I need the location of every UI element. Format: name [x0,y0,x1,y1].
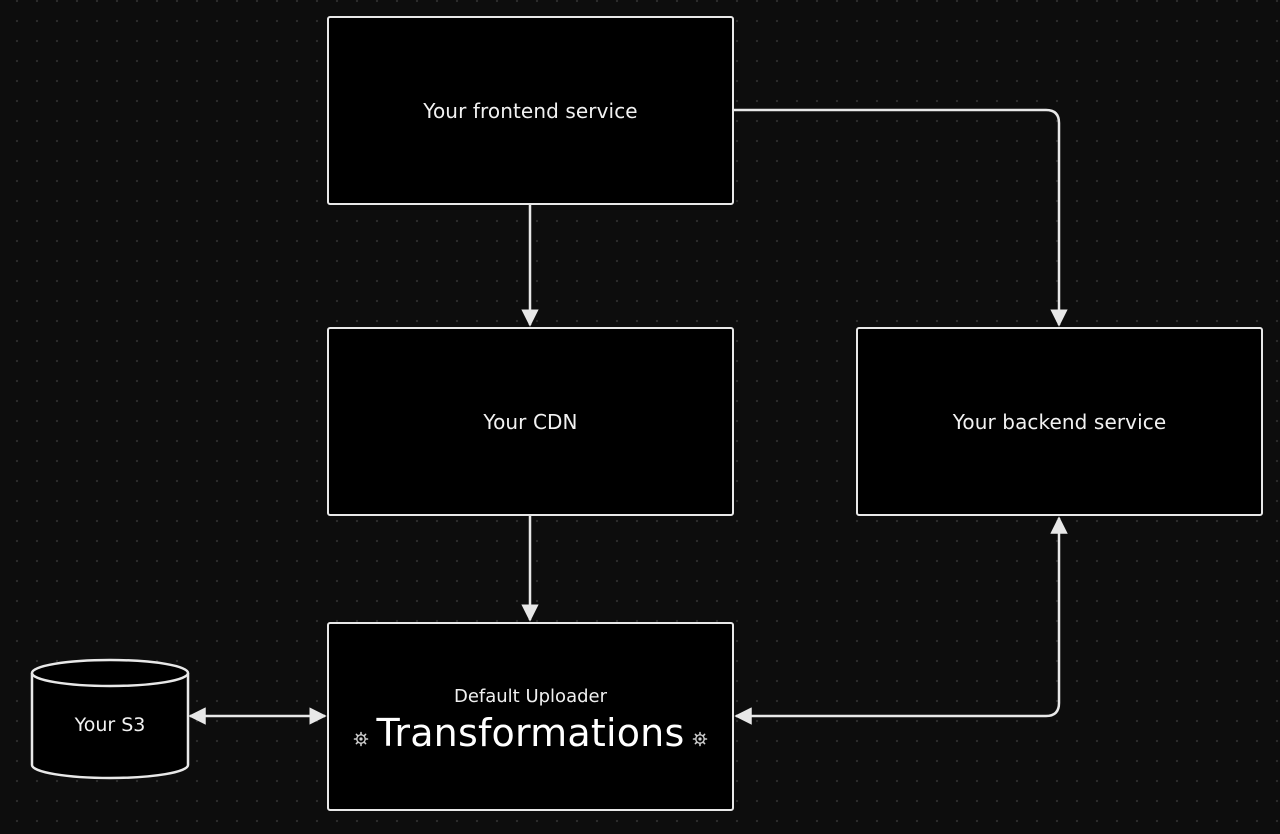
gear-icon [353,731,369,747]
database-icon [30,658,190,780]
uploader-title: Transformations [376,711,685,755]
edge-frontend-to-backend [734,108,1068,327]
uploader-title-row: Transformations [353,711,709,755]
uploader-node[interactable]: Default Uploader [327,622,734,811]
edge-backend-uploader [734,516,1068,725]
backend-service-label: Your backend service [952,409,1167,434]
cdn-label: Your CDN [483,409,578,434]
gear-icon [692,731,708,747]
s3-label: Your S3 [74,714,146,736]
backend-service-node[interactable]: Your backend service [856,327,1263,516]
cdn-node[interactable]: Your CDN [327,327,734,516]
frontend-service-node[interactable]: Your frontend service [327,16,734,205]
uploader-subtitle: Default Uploader [453,686,608,707]
frontend-service-label: Your frontend service [423,98,638,123]
s3-storage-node[interactable]: Your S3 [30,658,190,780]
